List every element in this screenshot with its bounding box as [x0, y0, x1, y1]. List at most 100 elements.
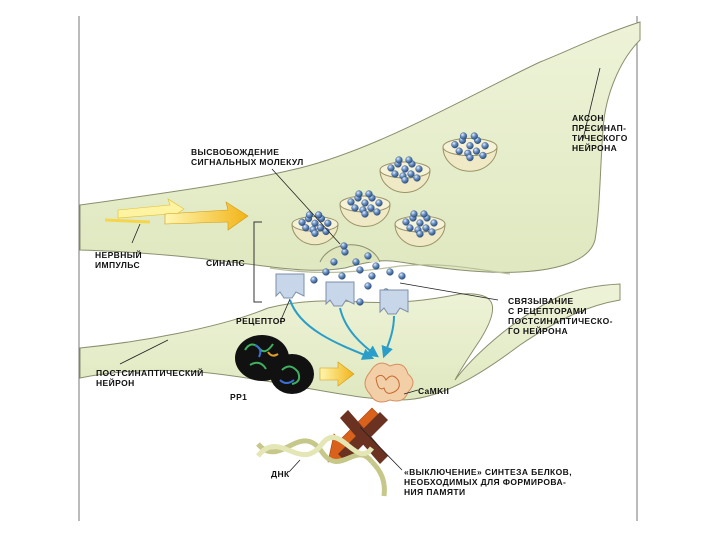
label-axon: АКСОН ПРЕСИНАП- ТИЧЕСКОГО НЕЙРОНА: [572, 113, 628, 153]
released-molecule: [322, 268, 330, 276]
label-binding-line-1: СВЯЗЫВАНИЕ: [508, 296, 574, 306]
signal-molecule: [302, 224, 310, 232]
released-molecule: [386, 268, 394, 276]
signal-molecule: [365, 190, 373, 198]
synaptic-cleft: [269, 264, 511, 275]
label-shutdown-line-3: НИЯ ПАМЯТИ: [404, 487, 466, 497]
signal-molecule: [455, 147, 463, 155]
signal-molecule: [387, 164, 395, 172]
signal-molecule: [405, 156, 413, 164]
released-molecule: [372, 262, 380, 270]
leader-lines: [119, 67, 601, 473]
released-molecule: [340, 242, 348, 250]
label-impulse-line-2: ИМПУЛЬС: [95, 260, 141, 270]
signal-molecule: [311, 219, 319, 227]
receptor-1: [275, 273, 305, 299]
released-molecule: [338, 272, 346, 280]
signal-molecule: [415, 165, 423, 173]
receptor-3: [379, 289, 409, 315]
label-dna: ДНК: [271, 469, 290, 479]
label-axon-line-1: АКСОН: [572, 113, 604, 123]
label-binding-line-2: С РЕЦЕПТОРАМИ: [508, 306, 587, 316]
signal-molecule: [451, 141, 459, 149]
released-molecules: [310, 242, 406, 306]
released-molecule: [352, 258, 360, 266]
released-molecule: [368, 272, 376, 280]
label-synapse: СИНАПС: [206, 258, 246, 268]
signal-molecule: [361, 210, 369, 218]
signal-molecule: [416, 219, 424, 227]
label-binding: СВЯЗЫВАНИЕ С РЕЦЕПТОРАМИ ПОСТСИНАПТИЧЕСК…: [508, 296, 613, 336]
signal-molecule: [375, 199, 383, 207]
released-molecule: [364, 282, 372, 290]
released-molecule: [398, 272, 406, 280]
signal-molecule: [351, 204, 359, 212]
signal-molecule: [401, 165, 409, 173]
signal-molecule: [422, 224, 430, 232]
label-shutdown-line-1: «ВЫКЛЮЧЕНИЕ» СИНТЕЗА БЕЛКОВ,: [404, 467, 572, 477]
synapse-bracket: [253, 221, 262, 303]
label-shutdown-line-2: НЕОБХОДИМЫХ ДЛЯ ФОРМИРОВА-: [404, 477, 567, 487]
label-postsynaptic-line-1: ПОСТСИНАПТИЧЕСКИЙ: [96, 368, 204, 378]
receptors: [275, 273, 409, 315]
dna-helix: [256, 434, 387, 497]
signal-molecule: [413, 174, 421, 182]
signal-molecule: [395, 156, 403, 164]
signal-molecule: [305, 211, 314, 219]
label-postsynaptic-line-2: НЕЙРОН: [96, 378, 135, 388]
label-camkii: CaMKII: [418, 386, 450, 396]
signal-molecule: [315, 211, 323, 219]
signal-molecule: [361, 199, 369, 207]
vesicle: [339, 190, 391, 227]
nerve-impulse-arrows: [104, 198, 249, 231]
label-impulse: НЕРВНЫЙ ИМПУЛЬС: [95, 250, 142, 270]
label-release: ВЫСВОБОЖДЕНИЕ СИГНАЛЬНЫХ МОЛЕКУЛ: [191, 147, 304, 167]
signal-molecule: [430, 219, 438, 227]
signal-molecule: [481, 142, 489, 150]
released-molecule: [356, 266, 364, 274]
signal-molecule: [401, 176, 409, 184]
receptor-2: [325, 281, 355, 307]
vesicle: [379, 156, 431, 193]
signal-molecule: [472, 147, 481, 155]
label-pp1: PP1: [230, 392, 248, 402]
signal-molecule: [316, 224, 325, 232]
signal-molecule: [466, 154, 474, 162]
signal-molecule: [347, 198, 355, 206]
signal-molecule: [367, 204, 375, 212]
camkii-protein: [364, 362, 414, 403]
signal-molecule: [410, 210, 418, 218]
signal-molecule: [466, 142, 474, 150]
signal-molecule: [311, 229, 319, 237]
label-postsynaptic: ПОСТСИНАПТИЧЕСКИЙ НЕЙРОН: [96, 368, 204, 388]
label-axon-line-4: НЕЙРОНА: [572, 143, 618, 153]
released-molecule: [356, 298, 364, 306]
label-axon-line-3: ТИЧЕСКОГО: [572, 133, 628, 143]
signal-molecule: [470, 132, 478, 140]
signal-molecule: [407, 170, 415, 178]
signal-molecule: [420, 210, 428, 218]
label-impulse-line-1: НЕРВНЫЙ: [95, 250, 142, 260]
signal-molecule: [428, 228, 436, 236]
label-release-line-2: СИГНАЛЬНЫХ МОЛЕКУЛ: [191, 157, 304, 167]
label-binding-line-3: ПОСТСИНАПТИЧЕСКО-: [508, 316, 613, 326]
label-receptor: РЕЦЕПТОР: [236, 316, 286, 326]
signal-molecule: [373, 208, 381, 216]
released-molecule: [341, 248, 349, 256]
signal-arrows: [289, 299, 395, 360]
vesicle: [442, 132, 498, 172]
signal-molecule: [355, 190, 363, 198]
released-molecule: [330, 258, 338, 266]
label-release-line-1: ВЫСВОБОЖДЕНИЕ: [191, 147, 280, 157]
signal-molecule: [479, 151, 487, 160]
pp1-activation-arrow: [319, 361, 355, 387]
signal-molecule: [391, 170, 399, 178]
released-molecule: [364, 252, 372, 260]
label-axon-line-2: ПРЕСИНАП-: [572, 123, 627, 133]
signal-molecule: [406, 224, 414, 232]
signal-molecule: [324, 219, 332, 227]
label-binding-line-4: ГО НЕЙРОНА: [508, 326, 569, 336]
vesicle: [394, 210, 446, 247]
signal-molecule: [459, 132, 468, 140]
